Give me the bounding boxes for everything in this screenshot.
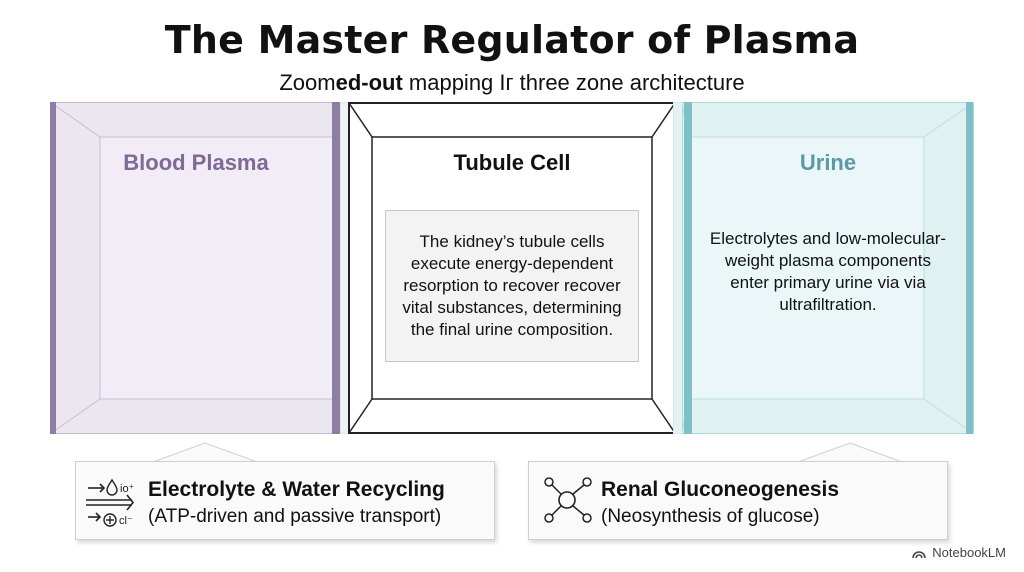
brand-label: NotebookLM [932, 545, 1006, 560]
plasma-box-graphic [50, 102, 342, 434]
recycling-subtitle: (ATP-driven and passive transport) [148, 506, 442, 527]
svg-text:cl⁻: cl⁻ [119, 515, 133, 527]
zone-title-plasma: Blood Plasma [123, 150, 269, 175]
molecule-network-icon [544, 477, 592, 523]
page-subtitle: Zoomed-out mapping Iг three zone archite… [279, 70, 745, 95]
page-title: The Master Regulator of Plasma [164, 18, 860, 62]
zone-tubule-cell: Tubule Cell The kidney’s tubule cells ex… [348, 102, 676, 434]
gluco-title: Renal Gluconeogenesis [601, 478, 840, 501]
notebooklm-logo-icon [912, 550, 927, 558]
svg-text:io⁺: io⁺ [120, 483, 135, 495]
panel-electrolyte-water-recycling: io⁺ cl⁻ Electrolyte & Water Recycling (A… [75, 461, 495, 540]
ion-transport-icon: io⁺ cl⁻ [86, 478, 135, 527]
urine-box-graphic [682, 102, 974, 434]
notebooklm-watermark: NotebookLM [911, 545, 1006, 560]
zone-title-urine: Urine [799, 150, 857, 175]
gluco-subtitle: (Neosynthesis of glucose) [601, 506, 820, 527]
zone-blood-plasma: Blood Plasma [50, 102, 342, 434]
urine-description: Electrolytes and low-molecular-weight pl… [709, 229, 947, 314]
tubule-description: The kidney’s tubule cells execute energy… [385, 210, 639, 362]
zone-urine: Urine Electrolytes and low-molecular-wei… [682, 102, 974, 434]
panel-renal-gluconeogenesis: Renal Gluconeogenesis (Neosynthesis of g… [528, 461, 948, 540]
zone-title-tubule: Tubule Cell [453, 150, 571, 175]
recycling-title: Electrolyte & Water Recycling [148, 478, 445, 501]
